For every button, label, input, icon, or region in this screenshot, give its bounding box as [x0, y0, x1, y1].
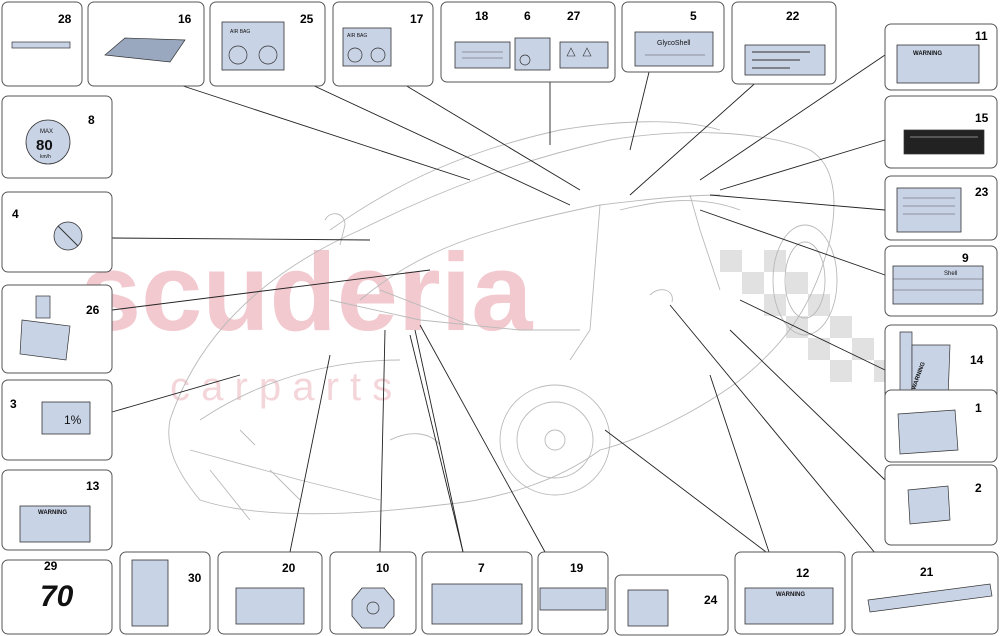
watermark-brand: scuderia: [80, 231, 533, 354]
part-number: 28: [58, 12, 72, 26]
svg-text:Shell: Shell: [944, 271, 957, 277]
part-26[interactable]: 26: [1, 284, 113, 374]
part-9[interactable]: 9 Shell: [884, 245, 998, 317]
part-number: 6: [524, 9, 531, 23]
part-30[interactable]: 30: [119, 551, 211, 635]
part-12[interactable]: 12 WARNING: [734, 551, 846, 635]
part-14[interactable]: 14 WARNING: [884, 324, 998, 404]
part-3[interactable]: 3 1%: [1, 379, 113, 461]
part-number: 17: [410, 12, 424, 26]
part-20[interactable]: 20: [217, 551, 323, 635]
part-1[interactable]: 1: [884, 389, 998, 463]
part-number: 24: [704, 593, 718, 607]
part-25[interactable]: 25 AIR BAG: [209, 1, 326, 87]
svg-text:80: 80: [36, 137, 53, 154]
watermark-sub: c a r p a r t s: [170, 365, 392, 409]
svg-text:WARNING: WARNING: [913, 51, 942, 57]
part-number: 7: [478, 561, 485, 575]
part-15[interactable]: 15: [884, 95, 998, 169]
part-7[interactable]: 7: [421, 551, 533, 635]
car-outline: [168, 121, 838, 521]
svg-text:km/h: km/h: [40, 154, 51, 160]
svg-text:1%: 1%: [64, 413, 82, 427]
part-23[interactable]: 23: [884, 175, 998, 241]
part-number: 14: [970, 353, 984, 367]
part-number: 13: [86, 479, 100, 493]
checkered-flag-graphic: [720, 250, 896, 382]
part-number: 18: [475, 9, 489, 23]
part-number: 25: [300, 12, 314, 26]
part-number: 15: [975, 111, 989, 125]
part-number: 19: [570, 561, 584, 575]
part-group-18-6-27[interactable]: 18 6 27: [440, 1, 616, 83]
part-number: 5: [690, 9, 697, 23]
svg-text:WARNING: WARNING: [38, 510, 67, 516]
part-24[interactable]: 24: [614, 574, 729, 636]
svg-text:WARNING: WARNING: [776, 592, 805, 598]
part-number: 30: [188, 571, 202, 585]
part-number: 3: [10, 397, 17, 411]
part-28[interactable]: 28: [1, 1, 83, 87]
part-16[interactable]: 16: [87, 1, 205, 87]
part-17[interactable]: 17 AIR BAG: [332, 1, 434, 87]
svg-text:AIR BAG: AIR BAG: [347, 33, 367, 39]
part-number: 27: [567, 9, 581, 23]
part-number: 21: [920, 565, 934, 579]
part-8[interactable]: 8 MAX 80 km/h: [1, 95, 113, 179]
part-number: 23: [975, 185, 989, 199]
part-19[interactable]: 19: [537, 551, 609, 635]
part-number: 4: [12, 207, 19, 221]
svg-text:MAX: MAX: [40, 129, 53, 135]
part-22[interactable]: 22: [731, 1, 837, 85]
part-number: 11: [975, 29, 988, 43]
part-number: 8: [88, 113, 95, 127]
part-number: 1: [975, 401, 982, 415]
part-number: 26: [86, 303, 100, 317]
part-number: 20: [282, 561, 296, 575]
part-number: 12: [796, 566, 810, 580]
svg-text:AIR BAG: AIR BAG: [230, 29, 250, 35]
part-number: 9: [962, 251, 969, 265]
part-4[interactable]: 4: [1, 191, 113, 273]
svg-text:70: 70: [40, 580, 74, 613]
part-number: 10: [376, 561, 390, 575]
part-10[interactable]: 10: [329, 551, 417, 635]
part-5[interactable]: 5 GlycoShell: [621, 1, 725, 73]
part-21[interactable]: 21: [851, 551, 999, 635]
part-2[interactable]: 2: [884, 464, 998, 546]
part-13[interactable]: 13 WARNING: [1, 469, 113, 551]
leader-lines: [111, 54, 886, 566]
part-number: 29: [44, 559, 58, 573]
part-number: 22: [786, 9, 800, 23]
svg-text:GlycoShell: GlycoShell: [657, 40, 691, 47]
part-29[interactable]: 29 70: [1, 559, 113, 635]
part-number: 16: [178, 12, 192, 26]
part-11[interactable]: 11 WARNING: [884, 23, 998, 91]
part-number: 2: [975, 481, 982, 495]
